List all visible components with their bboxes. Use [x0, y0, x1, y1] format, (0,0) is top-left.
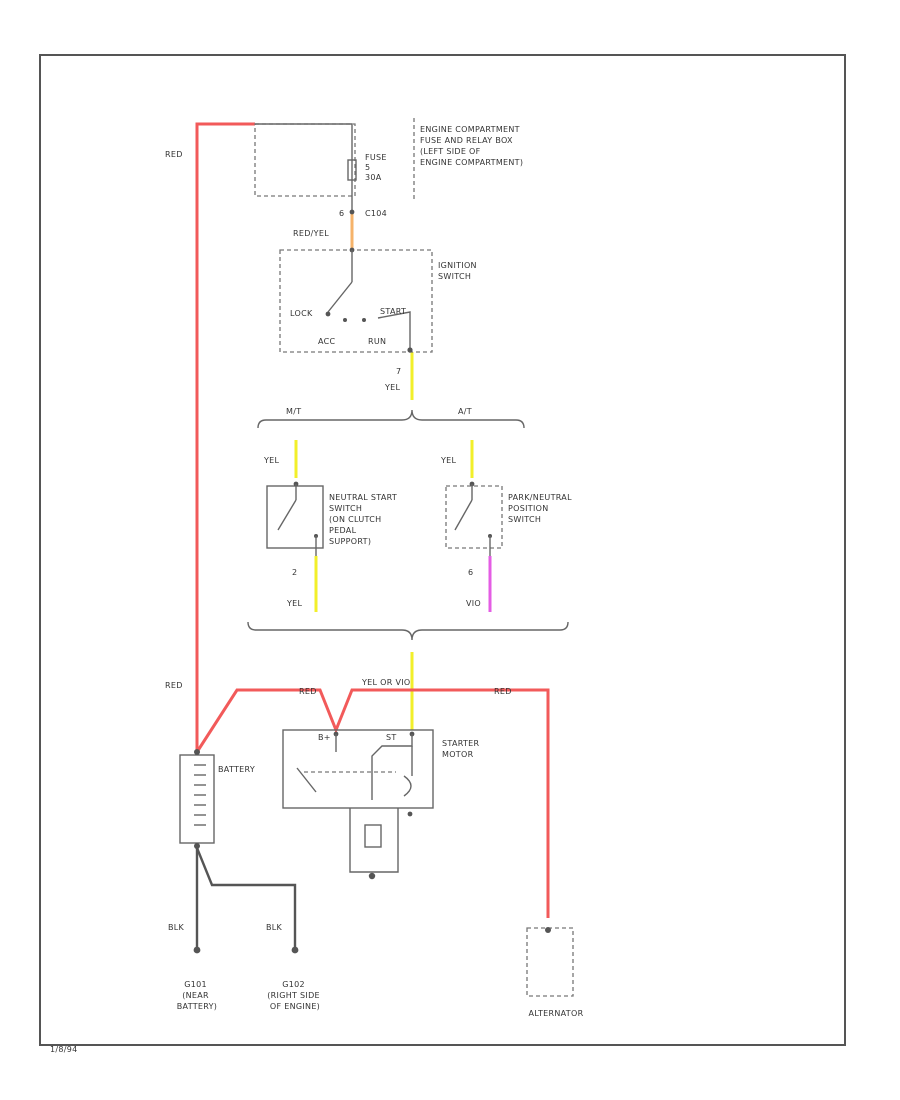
wire-label-red-starter: RED — [299, 687, 317, 696]
starter-solenoid-contact — [296, 767, 317, 793]
fuse-label: FUSE 5 30A — [365, 153, 390, 182]
figure-id: 1/8/94 — [50, 1045, 78, 1054]
ignition-switch-contact — [327, 281, 353, 313]
starter-motor-label: STARTER MOTOR — [442, 739, 482, 759]
starter-motor — [282, 729, 434, 880]
mt-at-lower-bracket — [247, 621, 569, 641]
wire-label-red-yel: RED/YEL — [293, 229, 329, 238]
ground-g102-label: G102 (RIGHT SIDE OF ENGINE) — [267, 980, 322, 1011]
neutral-start-switch-label: NEUTRAL START SWITCH (ON CLUTCH PEDAL SU… — [329, 493, 400, 546]
ignition-start-label: START — [380, 307, 406, 316]
starter-motor-winding — [364, 824, 382, 848]
engine-compartment-fuse-relay-box — [254, 118, 415, 215]
mt-label: M/T — [286, 407, 301, 416]
battery-label: BATTERY — [218, 765, 255, 774]
ignition-lock-label: LOCK — [290, 309, 313, 318]
ignition-switch-label: IGNITION SWITCH — [438, 261, 480, 281]
ignition-acc-label: ACC — [318, 337, 336, 346]
alternator — [526, 927, 574, 997]
wire-label-yel-mt-out: YEL — [286, 599, 303, 608]
starter-st-label: ST — [386, 733, 397, 742]
neutral-start-pin-label: 2 — [292, 568, 297, 577]
park-neutral-pin-label: 6 — [468, 568, 473, 577]
c104-label: C104 — [365, 209, 387, 218]
ground-g101 — [193, 946, 201, 954]
wire-label-blk-g102: BLK — [266, 923, 283, 932]
at-label: A/T — [458, 407, 472, 416]
wire-label-yel-mt-in: YEL — [263, 456, 280, 465]
starter-b-plus-label: B+ — [318, 733, 331, 742]
ground-g101-label: G101 (NEAR BATTERY) — [177, 980, 217, 1011]
neutral-start-switch — [266, 481, 324, 556]
ignition-switch — [279, 247, 433, 353]
wire-label-red-alt: RED — [494, 687, 512, 696]
park-neutral-switch-contact — [454, 499, 473, 531]
battery — [179, 749, 215, 849]
ignition-run-label: RUN — [368, 337, 386, 346]
park-neutral-switch-label: PARK/NEUTRAL POSITION SWITCH — [508, 493, 575, 524]
ground-g102 — [291, 946, 299, 954]
c104-pin-label: 6 — [339, 209, 344, 218]
wire-label-red-batt: RED — [165, 681, 183, 690]
park-neutral-position-switch — [445, 481, 503, 556]
fuse-box-label: ENGINE COMPARTMENT FUSE AND RELAY BOX (L… — [420, 125, 523, 167]
wire-label-red-top: RED — [165, 150, 183, 159]
wire-red-battery-to-fuse-box — [195, 122, 255, 752]
mt-at-upper-bracket — [257, 409, 525, 429]
ignition-pin-label: 7 — [396, 367, 401, 376]
wire-label-blk-g101: BLK — [168, 923, 185, 932]
wire-label-yel-ignition: YEL — [384, 383, 401, 392]
diagram-border — [39, 54, 846, 1046]
wire-label-yel-at-in: YEL — [440, 456, 457, 465]
wire-blk-to-g102 — [195, 847, 297, 948]
alternator-label: ALTERNATOR — [529, 1009, 584, 1018]
neutral-start-switch-contact — [277, 499, 297, 531]
wire-label-vio-at-out: VIO — [466, 599, 481, 608]
wire-label-yel-or-vio: YEL OR VIO — [361, 678, 410, 687]
